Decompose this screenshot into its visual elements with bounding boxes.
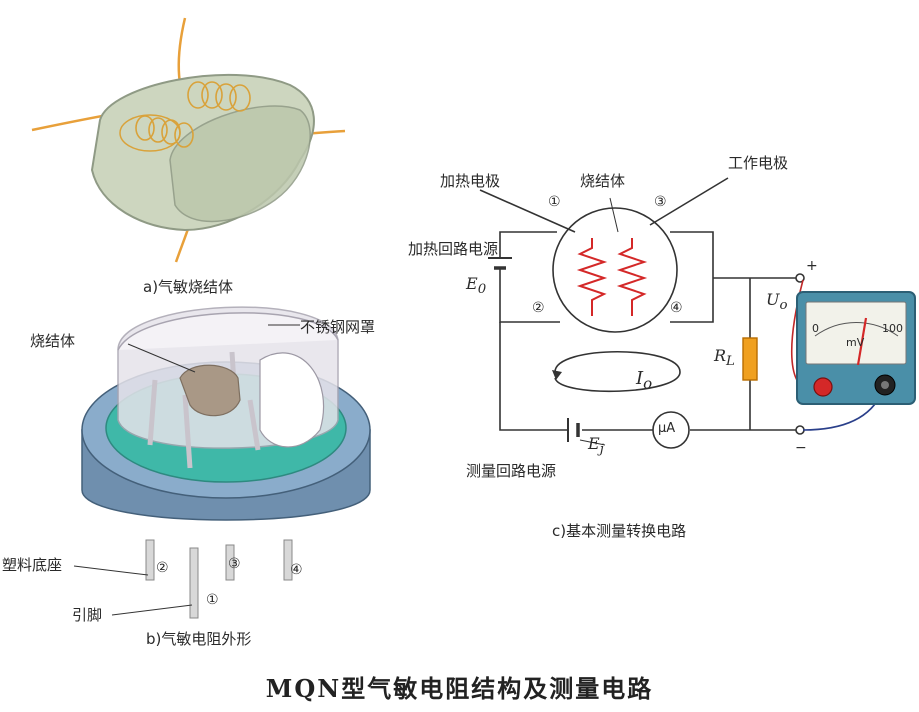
terminal-2: ② bbox=[532, 300, 545, 316]
label-heat-supply: 加热回路电源 bbox=[408, 240, 499, 258]
label-heater-electrode: 加热电极 bbox=[440, 172, 501, 190]
label-sinter-c: 烧结体 bbox=[580, 172, 626, 190]
ej-label: Ej bbox=[588, 434, 604, 458]
pin-number-2: ② bbox=[156, 560, 169, 576]
label-sinter-b: 烧结体 bbox=[30, 332, 76, 350]
terminal-3: ③ bbox=[654, 194, 667, 210]
load-resistor bbox=[742, 337, 758, 381]
label-work-electrode: 工作电极 bbox=[728, 154, 789, 172]
pin-number-1: ① bbox=[206, 592, 219, 608]
uo-label: Uo bbox=[766, 290, 788, 314]
meter-scale-max: 100 bbox=[882, 322, 903, 335]
measurement-circuit bbox=[479, 177, 883, 446]
microammeter bbox=[652, 411, 690, 449]
label-plastic-base: 塑料底座 bbox=[2, 556, 63, 574]
sensor-circle bbox=[552, 207, 678, 333]
pin-number-3: ③ bbox=[228, 556, 241, 572]
caption-part-c: c)基本测量转换电路 bbox=[552, 522, 687, 540]
terminal-1: ① bbox=[548, 194, 561, 210]
main-caption: MQN型气敏电阻结构及测量电路 bbox=[265, 674, 654, 703]
heater-zigzags bbox=[576, 238, 648, 316]
minus-terminal: − bbox=[795, 440, 807, 456]
rl-label: RL bbox=[714, 346, 735, 370]
meter-unit: mV bbox=[846, 336, 865, 349]
pin-number-4: ④ bbox=[290, 562, 303, 578]
e0-label: E0 bbox=[466, 274, 487, 298]
terminal-4: ④ bbox=[670, 300, 683, 316]
caption-part-a: a)气敏烧结体 bbox=[143, 278, 234, 296]
caption-part-b: b)气敏电阻外形 bbox=[146, 630, 252, 648]
sinter-body-illustration bbox=[31, 17, 346, 263]
label-pin: 引脚 bbox=[72, 606, 103, 624]
microammeter-label: μA bbox=[658, 421, 676, 436]
meter-scale-min: 0 bbox=[812, 322, 819, 335]
sensor-outline-illustration bbox=[73, 306, 371, 619]
plus-terminal: + bbox=[806, 258, 818, 274]
label-measure-supply: 测量回路电源 bbox=[466, 462, 557, 480]
label-mesh-cover: 不锈钢网罩 bbox=[300, 318, 376, 336]
io-label: Io bbox=[636, 368, 653, 393]
millivoltmeter bbox=[796, 291, 916, 405]
